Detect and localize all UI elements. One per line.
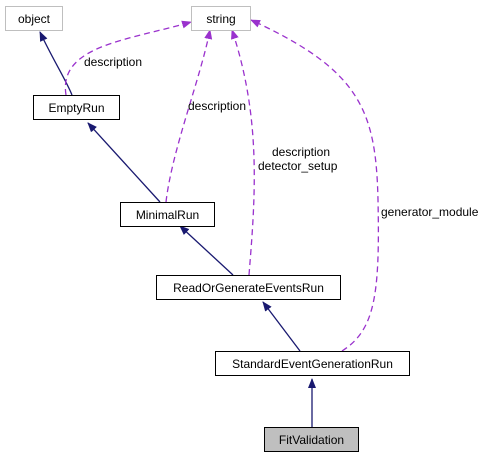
edge-minimalrun-uses-string <box>165 29 213 203</box>
node-standard-event-generation-run[interactable]: StandardEventGenerationRun <box>215 351 410 376</box>
edge-readorgen-to-minimalrun <box>179 225 234 276</box>
edge-label-emptyrun-description: description <box>84 55 143 69</box>
edge-label-readorgen-detector-setup: detector_setup <box>258 159 338 173</box>
edge-readorgen-uses-string <box>231 29 255 276</box>
node-minimal-run[interactable]: MinimalRun <box>120 202 215 227</box>
edge-standard-to-readorgen <box>262 301 301 352</box>
node-read-or-generate-events-run[interactable]: ReadOrGenerateEventsRun <box>156 275 341 300</box>
node-string[interactable]: string <box>191 6 251 31</box>
edge-emptyrun-to-object <box>39 31 73 96</box>
edge-label-readorgen-description: description <box>272 145 331 159</box>
node-empty-run[interactable]: EmptyRun <box>33 95 120 120</box>
edge-label-minimalrun-description: description <box>188 99 247 113</box>
edge-emptyrun-uses-string <box>64 20 192 96</box>
node-object[interactable]: object <box>5 6 63 31</box>
edge-standard-uses-string <box>250 19 380 352</box>
edge-minimalrun-to-emptyrun <box>87 122 161 203</box>
node-fit-validation[interactable]: FitValidation <box>264 427 359 452</box>
edge-label-standard-generator-module: generator_module <box>381 205 479 219</box>
